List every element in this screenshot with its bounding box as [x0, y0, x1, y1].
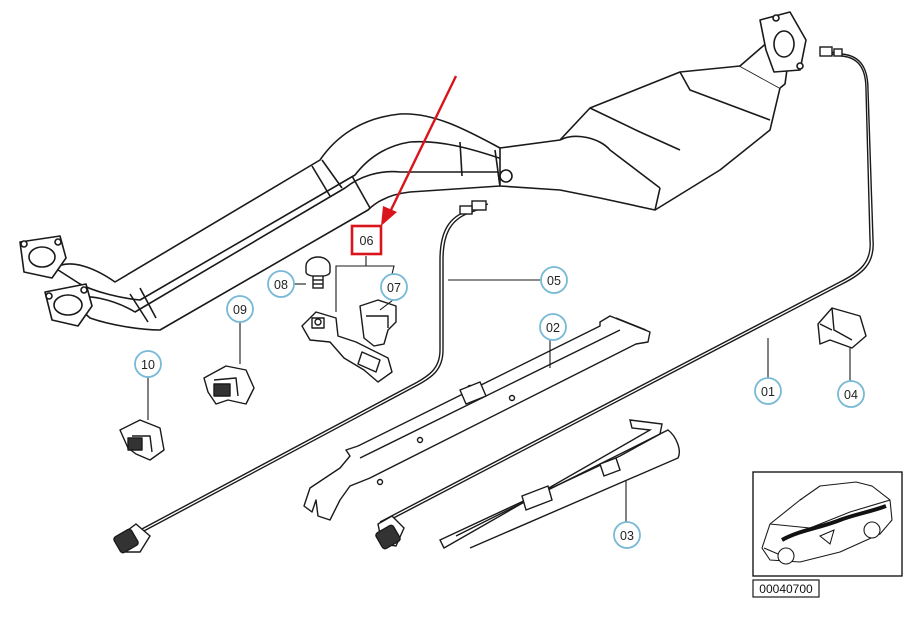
svg-text:03: 03 [620, 529, 634, 543]
svg-text:01: 01 [761, 385, 775, 399]
part-03-cable-holder [439, 419, 680, 549]
callouts: 01 02 03 04 05 06 07 08 [134, 224, 865, 549]
reference-number-box: 00040700 [752, 579, 820, 598]
callout-02: 02 [539, 313, 567, 341]
svg-text:05: 05 [547, 274, 561, 288]
callout-07: 07 [380, 273, 408, 301]
part-07-clip [359, 299, 397, 347]
part-10-clip [119, 419, 165, 461]
part-08-bolt [305, 256, 331, 289]
highlight-arrow [381, 75, 458, 226]
callout-06-highlighted: 06 [350, 224, 383, 256]
svg-text:10: 10 [141, 358, 155, 372]
part-05-oxygen-sensor-cable [113, 200, 489, 554]
exhaust-front-pipes [19, 113, 506, 331]
svg-text:04: 04 [844, 388, 858, 402]
part-01-oxygen-sensor-cable [375, 46, 874, 550]
callout-04: 04 [837, 380, 865, 408]
svg-text:07: 07 [387, 281, 401, 295]
callout-08: 08 [267, 270, 295, 298]
callout-01: 01 [754, 377, 782, 405]
vehicle-locator-inset [752, 471, 903, 577]
svg-text:08: 08 [274, 278, 288, 292]
part-04-clip [817, 307, 867, 349]
callout-10: 10 [134, 350, 162, 378]
part-06-holder [301, 311, 393, 383]
catalytic-converter [499, 11, 807, 211]
callout-03: 03 [613, 521, 641, 549]
part-09-clip [203, 365, 255, 405]
svg-text:00040700: 00040700 [759, 582, 813, 596]
svg-text:06: 06 [360, 234, 374, 248]
callout-05: 05 [540, 266, 568, 294]
svg-text:02: 02 [546, 321, 560, 335]
part-02-mounting-bracket [303, 315, 651, 521]
callout-09: 09 [226, 295, 254, 323]
svg-text:09: 09 [233, 303, 247, 317]
